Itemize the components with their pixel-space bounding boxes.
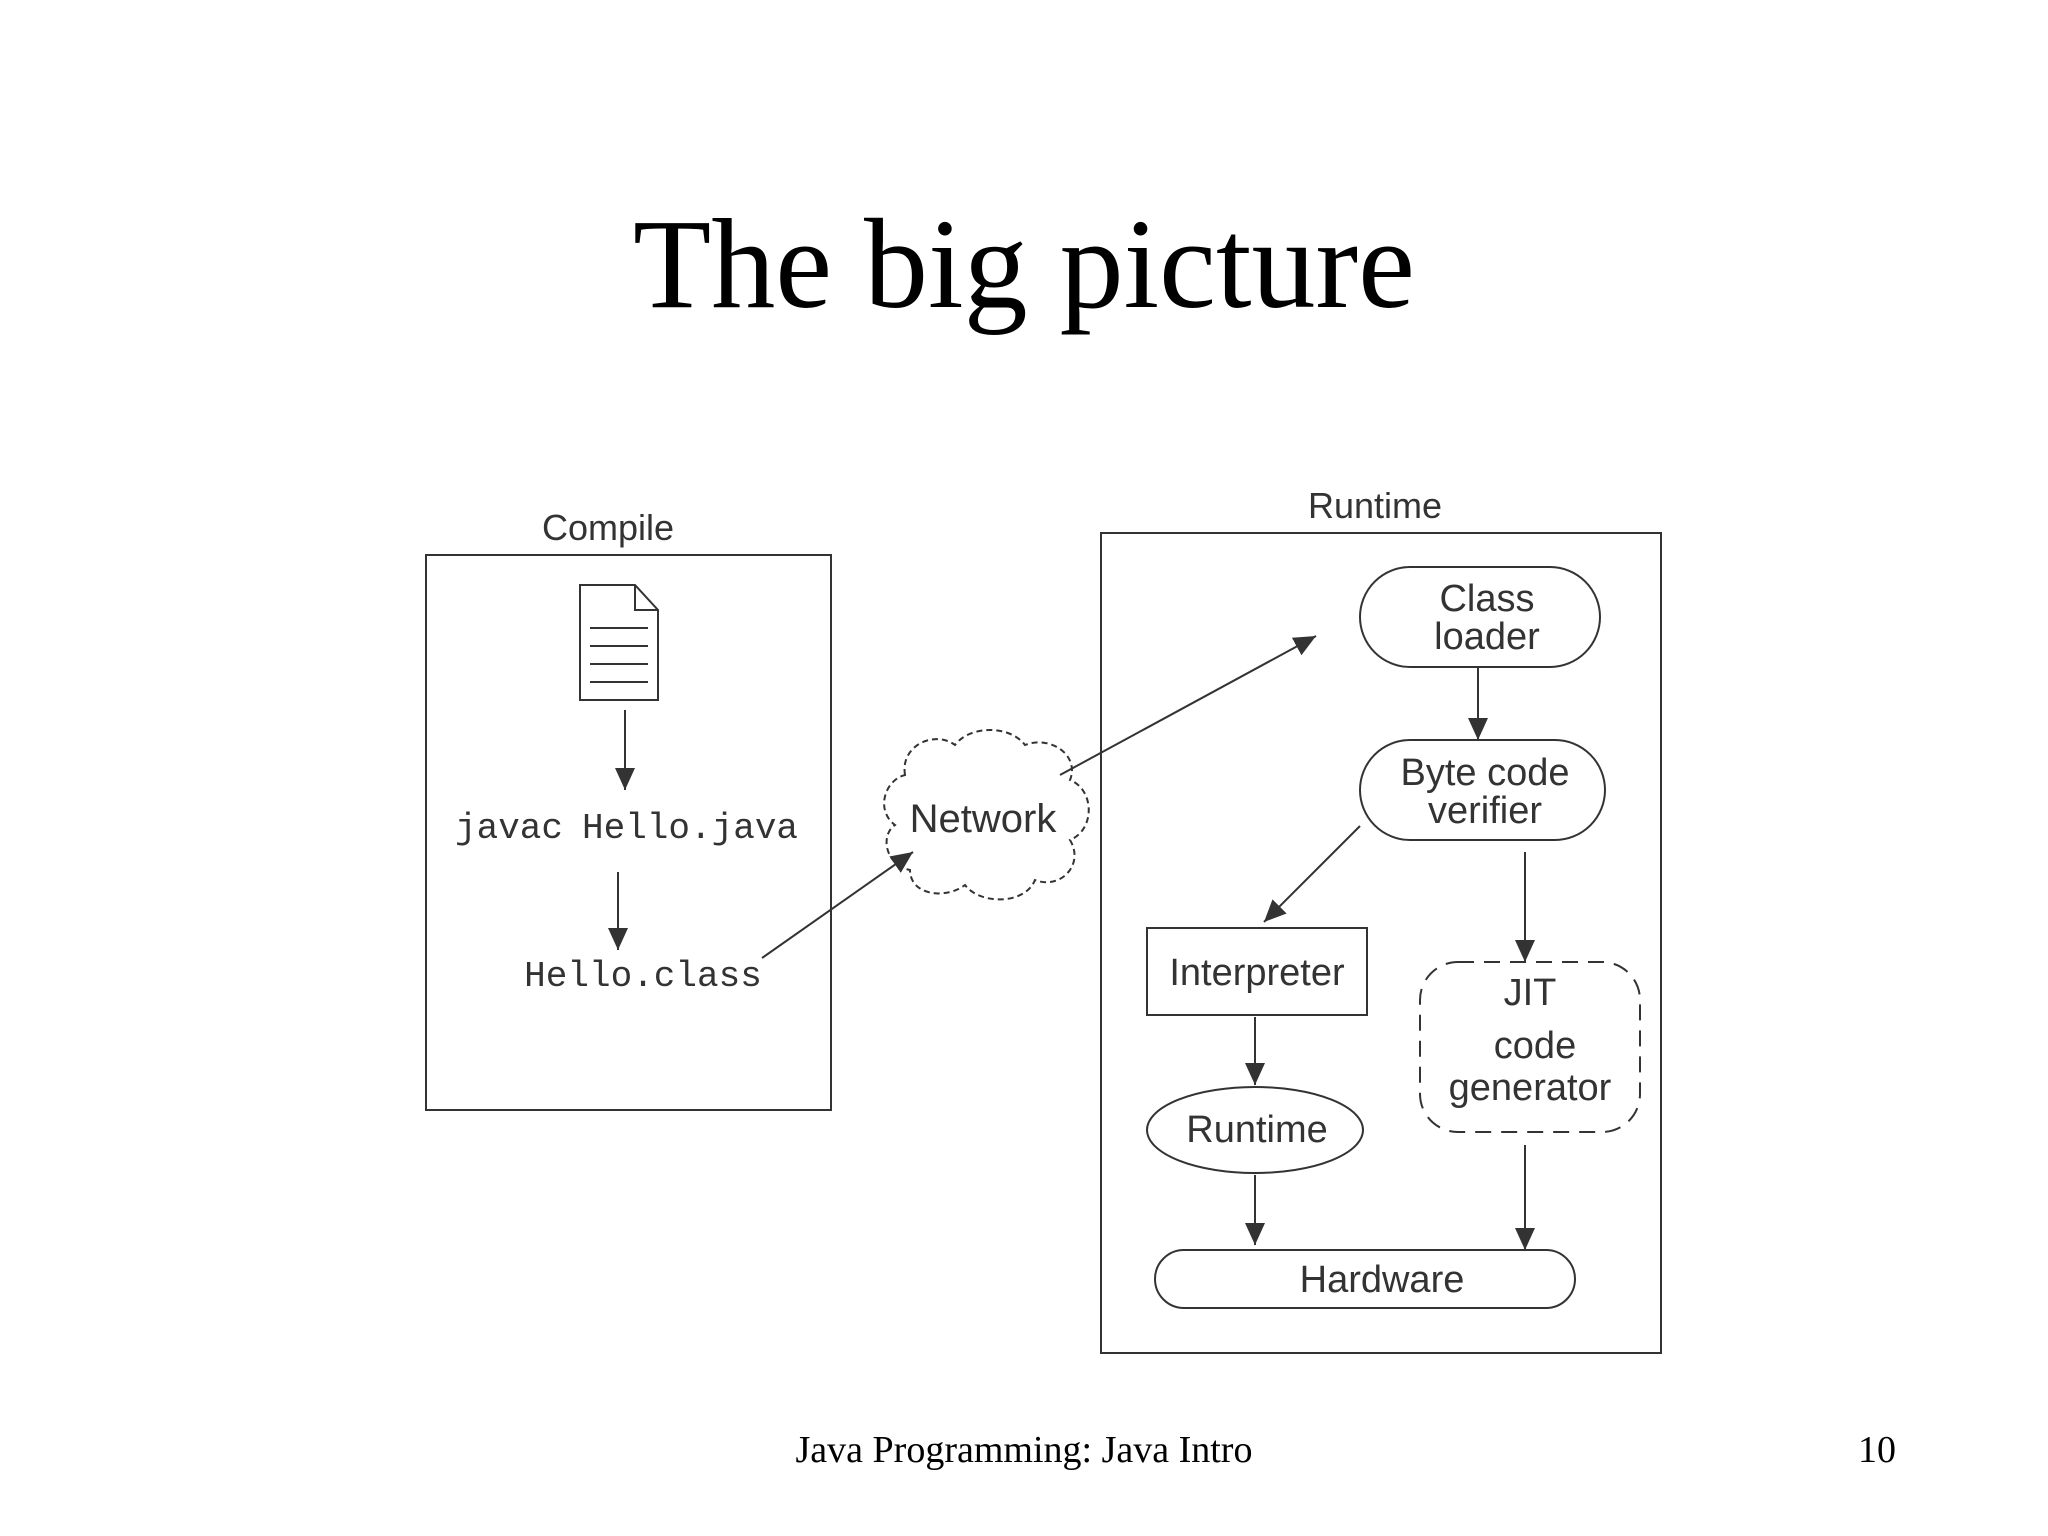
- slide-footer-text: Java Programming: Java Intro: [795, 1429, 1253, 1471]
- verifier-label-line1: Byte code: [1401, 752, 1570, 794]
- hardware-node: Hardware: [1154, 1249, 1576, 1309]
- source-file-icon: [579, 584, 659, 701]
- verifier-label-line2: verifier: [1428, 790, 1542, 832]
- arrow-class-to-network: [761, 851, 914, 959]
- javac-keyword: javac: [455, 808, 563, 849]
- slide-page-number: 10: [1858, 1429, 1896, 1471]
- compile-panel: Compile javac Hello.java Hello.class: [425, 507, 832, 1111]
- jit-label-line1: JIT: [1504, 972, 1557, 1014]
- network-cloud: Network: [883, 729, 1090, 901]
- runtime-node-label: Runtime: [1186, 1109, 1328, 1151]
- class-loader-node: Class loader: [1359, 566, 1601, 668]
- slide-title: The big picture: [633, 193, 1415, 335]
- compile-label: Compile: [542, 507, 674, 548]
- arrow-verifier-to-interpreter: [1263, 825, 1361, 923]
- javac-source-file: Hello.java: [582, 808, 798, 849]
- arrow-network-to-loader: [1059, 635, 1317, 776]
- class-file-label: Hello.class: [524, 956, 762, 997]
- jit-label-line2: code: [1494, 1025, 1576, 1067]
- javac-command: javac Hello.java: [455, 808, 798, 849]
- runtime-node: Runtime: [1146, 1086, 1364, 1174]
- interpreter-label: Interpreter: [1169, 952, 1345, 994]
- hardware-label: Hardware: [1300, 1259, 1465, 1301]
- class-loader-label-line1: Class: [1439, 578, 1534, 620]
- byte-code-verifier-node: Byte code verifier: [1359, 739, 1606, 841]
- runtime-box: [1100, 532, 1662, 1354]
- interpreter-node: Interpreter: [1146, 927, 1368, 1016]
- runtime-panel-label: Runtime: [1308, 485, 1442, 526]
- jit-label-line3: generator: [1449, 1067, 1612, 1109]
- compile-box: [425, 554, 832, 1111]
- jit-code-generator-node: JIT code generator: [1419, 961, 1641, 1133]
- network-label: Network: [910, 797, 1058, 841]
- class-loader-label-line2: loader: [1434, 616, 1540, 658]
- runtime-panel: Runtime Class loader Byte code verifier …: [1100, 485, 1662, 1354]
